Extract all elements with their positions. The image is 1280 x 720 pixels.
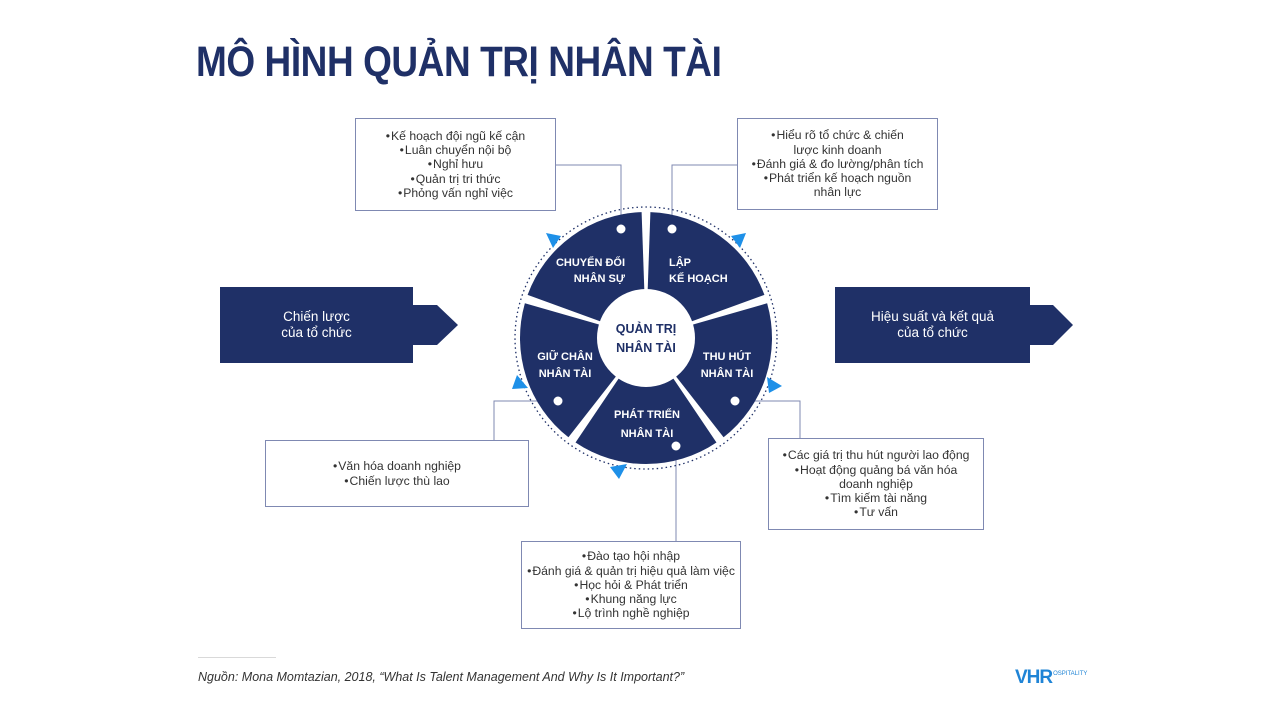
list-item: Kế hoạch đội ngũ kế cận [386, 129, 525, 143]
center-label-line1: QUẢN TRỊ [616, 321, 676, 336]
segment-label-giu-chan-1: GIỮ CHÂN [537, 350, 593, 363]
dot-lap-ke-hoach [666, 223, 678, 235]
center-label-line2: NHÂN TÀI [616, 340, 676, 355]
page-title: MÔ HÌNH QUẢN TRỊ NHÂN TÀI [196, 38, 722, 86]
list-item: Phát triển kế hoạch nguồn nhân lực [738, 171, 937, 200]
vhr-logo: VHR OSPITALITY [1015, 668, 1087, 688]
list-item: Quản trị tri thức [386, 172, 525, 186]
list-item: Tư vấn [769, 505, 983, 519]
list-item: Tìm kiếm tài năng [769, 491, 983, 505]
dot-thu-hut [729, 395, 741, 407]
list-item: Văn hóa doanh nghiệp [333, 459, 461, 473]
list-item: Khung năng lực [527, 592, 735, 606]
cycle-arrow-icon-1 [546, 233, 561, 248]
connector-lines [493, 164, 801, 541]
cycle-arrow-icon-2 [731, 233, 746, 248]
list-item: Phỏng vấn nghỉ việc [386, 186, 525, 200]
box-thu-hut: Các giá trị thu hút người lao động Hoạt … [768, 438, 984, 530]
strategy-line2: của tổ chức [281, 325, 352, 340]
center-circle [597, 289, 695, 387]
connector-dots [552, 223, 741, 452]
list-item: Nghỉ hưu [386, 157, 525, 171]
segment-label-chuyen-doi-2: NHÂN SỰ [574, 272, 626, 285]
list-item: Hoạt động quảng bá văn hóa doanh nghiệp [769, 463, 983, 492]
box-lap-ke-hoach: Hiểu rõ tổ chức & chiến lược kinh doanh … [737, 118, 938, 210]
segment-phat-trien [575, 338, 717, 465]
logo-sub-text: OSPITALITY [1053, 671, 1088, 677]
list-item: Học hỏi & Phát triển [527, 578, 735, 592]
cycle-arrow-icon-4 [610, 464, 627, 479]
cycle-arrow-icon-5 [512, 375, 528, 389]
list-item: Đánh giá & quản trị hiệu quả làm việc [527, 564, 735, 578]
list-item: Đào tạo hội nhập [527, 549, 735, 563]
segment-label-phat-trien-1: PHÁT TRIỂN [614, 408, 680, 421]
connector-giu-chan [493, 400, 558, 440]
logo-main-text: VHR [1015, 667, 1053, 688]
segment-label-thu-hut-2: NHÂN TÀI [701, 367, 754, 380]
cycle-arrow-icon-3 [767, 377, 782, 393]
performance-line1: Hiệu suất và kết quả [870, 309, 995, 324]
list-item: Các giá trị thu hút người lao động [769, 448, 983, 462]
segment-label-thu-hut-1: THU HÚT [703, 350, 752, 363]
performance-line2: của tổ chức [897, 325, 968, 340]
dot-phat-trien [670, 440, 682, 452]
list-item: Chiến lược thù lao [333, 474, 461, 488]
strategy-arrow: Chiến lược của tổ chức [220, 287, 413, 363]
dot-chuyen-doi [615, 223, 627, 235]
outer-dotted-ring [514, 206, 778, 470]
list-item: Luân chuyển nội bộ [386, 143, 525, 157]
segment-label-lap-2: KẾ HOẠCH [669, 272, 728, 285]
strategy-arrow-shape [220, 287, 458, 363]
connector-chuyen-doi [556, 164, 622, 229]
source-citation: Nguồn: Mona Momtazian, 2018, “What Is Ta… [198, 670, 685, 684]
segment-label-lap-1: LẬP [669, 256, 691, 269]
segment-label-giu-chan-2: NHÂN TÀI [539, 367, 592, 380]
list-item: Lộ trình nghề nghiệp [527, 606, 735, 620]
connector-lap-ke-hoach [671, 164, 737, 229]
list-item: Hiểu rõ tổ chức & chiến lược kinh doanh [738, 128, 937, 157]
performance-arrow: Hiệu suất và kết quả của tổ chức [835, 287, 1030, 363]
list-item: Đánh giá & đo lường/phân tích [738, 157, 937, 171]
box-giu-chan: Văn hóa doanh nghiệp Chiến lược thù lao [265, 440, 529, 507]
dot-giu-chan [552, 395, 564, 407]
source-divider [198, 657, 276, 658]
box-phat-trien: Đào tạo hội nhập Đánh giá & quản trị hiệ… [521, 541, 741, 629]
performance-arrow-shape [835, 287, 1073, 363]
segment-label-chuyen-doi-1: CHUYỂN ĐỔI [556, 256, 625, 269]
segment-label-phat-trien-2: NHÂN TÀI [621, 427, 674, 440]
box-chuyen-doi: Kế hoạch đội ngũ kế cận Luân chuyển nội … [355, 118, 556, 211]
connector-thu-hut [735, 400, 801, 438]
strategy-line1: Chiến lược [283, 309, 350, 324]
cycle-arrowheads [512, 233, 782, 479]
